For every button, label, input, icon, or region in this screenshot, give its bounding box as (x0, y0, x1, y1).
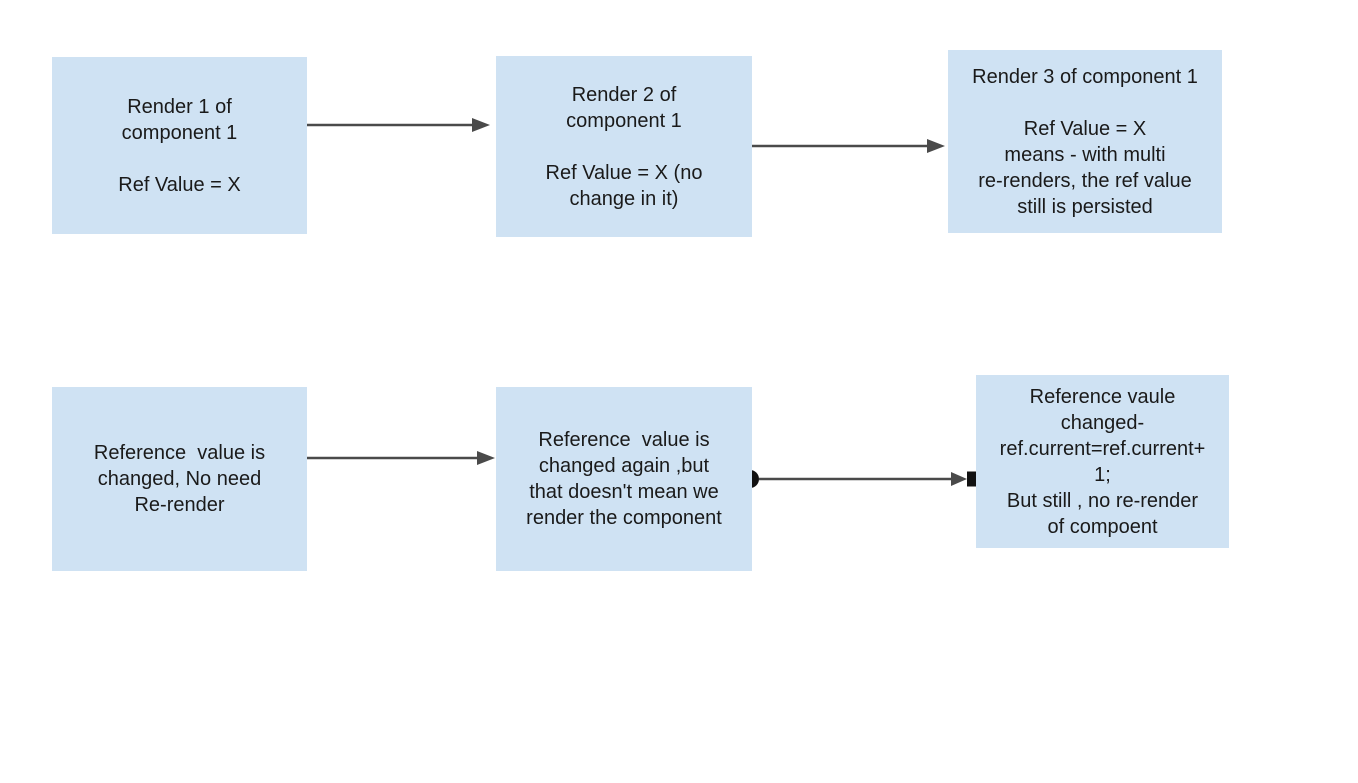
flow-box-ref-changed: Reference value is changed, No need Re-r… (52, 387, 307, 571)
arrowhead-icon (472, 118, 490, 132)
arrowhead-icon (477, 451, 495, 465)
arrow-refchanged-to-changedagain (307, 451, 495, 465)
arrowhead-icon (927, 139, 945, 153)
flow-box-ref-changed-again: Reference value is changed again ,but th… (496, 387, 752, 571)
flow-box-render-2: Render 2 of component 1 Ref Value = X (n… (496, 56, 752, 237)
flow-box-ref-current-increment: Reference vaule changed- ref.current=ref… (976, 375, 1229, 548)
arrow-changedagain-to-refcurrent (741, 470, 982, 488)
flow-box-render-1: Render 1 of component 1 Ref Value = X (52, 57, 307, 234)
flow-box-render-3: Render 3 of component 1 Ref Value = X me… (948, 50, 1222, 233)
arrow-render1-to-render2 (307, 118, 490, 132)
arrow-render2-to-render3 (752, 139, 945, 153)
arrowhead-icon (951, 472, 967, 486)
